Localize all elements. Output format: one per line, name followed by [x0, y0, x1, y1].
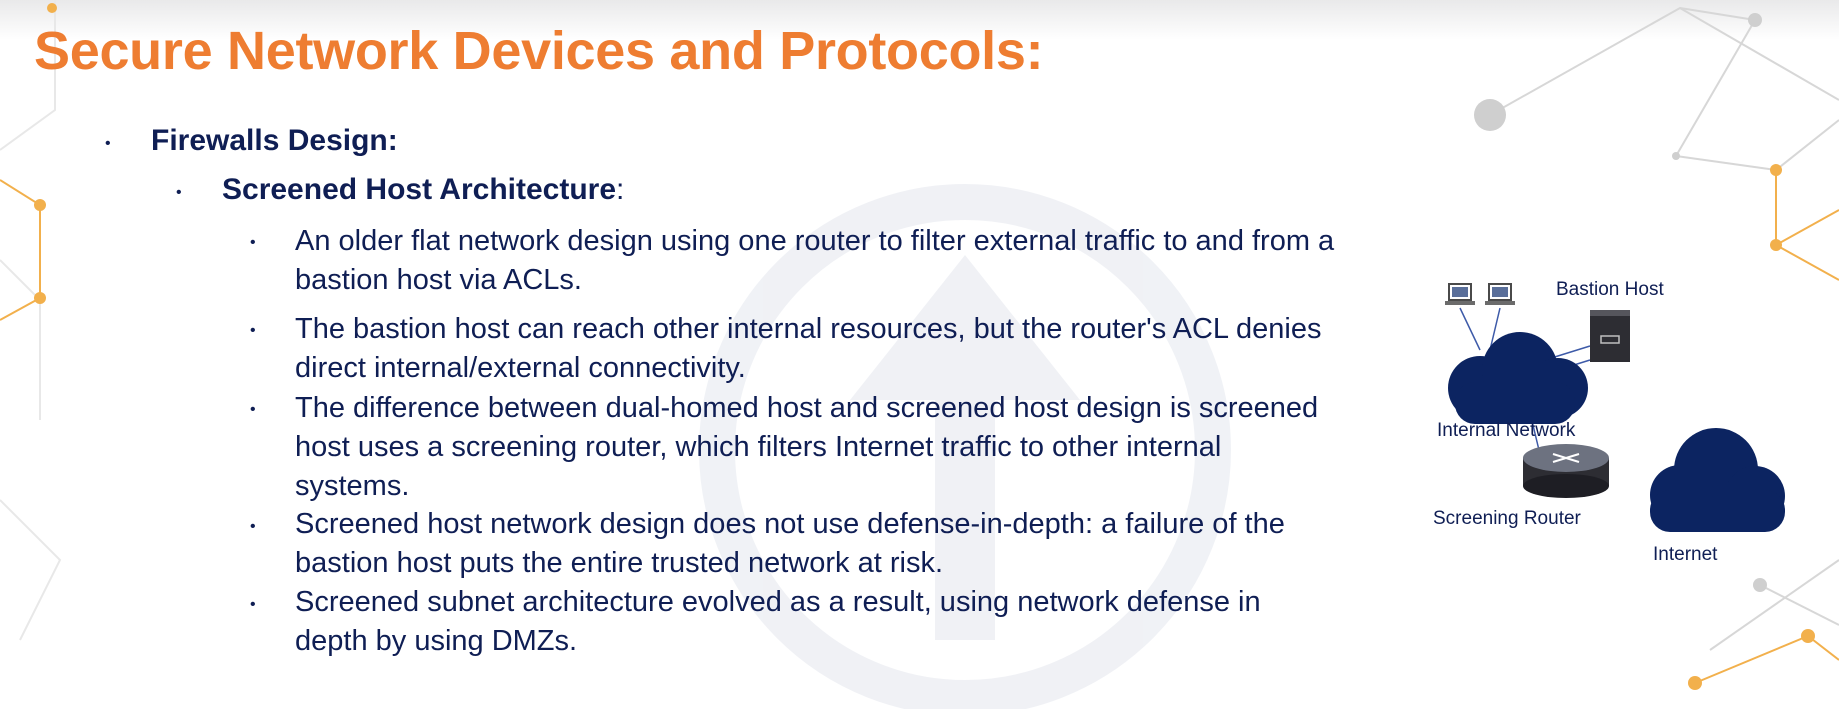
- bullet-dot: •: [250, 234, 256, 251]
- right-network-lines: [1489, 6, 1839, 651]
- level1-heading: Firewalls Design:: [151, 124, 398, 157]
- bullet-item: The bastion host can reach other interna…: [295, 313, 1322, 384]
- screened-host-diagram: Bastion Host Internal Network Screening …: [1425, 270, 1805, 580]
- top-fade: [0, 0, 1839, 40]
- bastion-host-label: Bastion Host: [1556, 279, 1664, 300]
- bullet-dot: •: [250, 322, 256, 339]
- level2-heading: Screened Host Architecture:: [222, 173, 624, 207]
- left-accent-lines: [0, 179, 41, 321]
- bullet-item: The difference between dual-homed host a…: [295, 392, 1319, 502]
- slide-title: Secure Network Devices and Protocols:: [34, 21, 1044, 81]
- server-icon: [1590, 310, 1630, 362]
- router-icon: [1523, 444, 1609, 498]
- bullet-item: Screened host network design does not us…: [295, 508, 1285, 579]
- bullet-dot: •: [250, 518, 256, 535]
- bullet-item: Screened subnet architecture evolved as …: [295, 586, 1261, 657]
- bullet-dot: •: [176, 184, 182, 201]
- internal-network-label: Internal Network: [1437, 420, 1576, 441]
- cloud-icon: [1448, 332, 1588, 424]
- watermark-logo: [699, 184, 1231, 709]
- level2-heading-text: Screened Host Architecture: [222, 173, 617, 206]
- screening-router-label: Screening Router: [1433, 508, 1581, 529]
- internet-label: Internet: [1653, 544, 1718, 565]
- bullet-dot: •: [250, 401, 256, 418]
- left-network-lines: [0, 0, 62, 641]
- bullet-item: An older flat network design using one r…: [295, 225, 1335, 296]
- bullet-dot: •: [105, 135, 111, 152]
- cloud-icon: [1650, 428, 1785, 532]
- laptop-icon: [1445, 283, 1475, 305]
- bullet-dot: •: [250, 596, 256, 613]
- laptop-icon: [1485, 283, 1515, 305]
- level2-heading-suffix: :: [616, 173, 625, 206]
